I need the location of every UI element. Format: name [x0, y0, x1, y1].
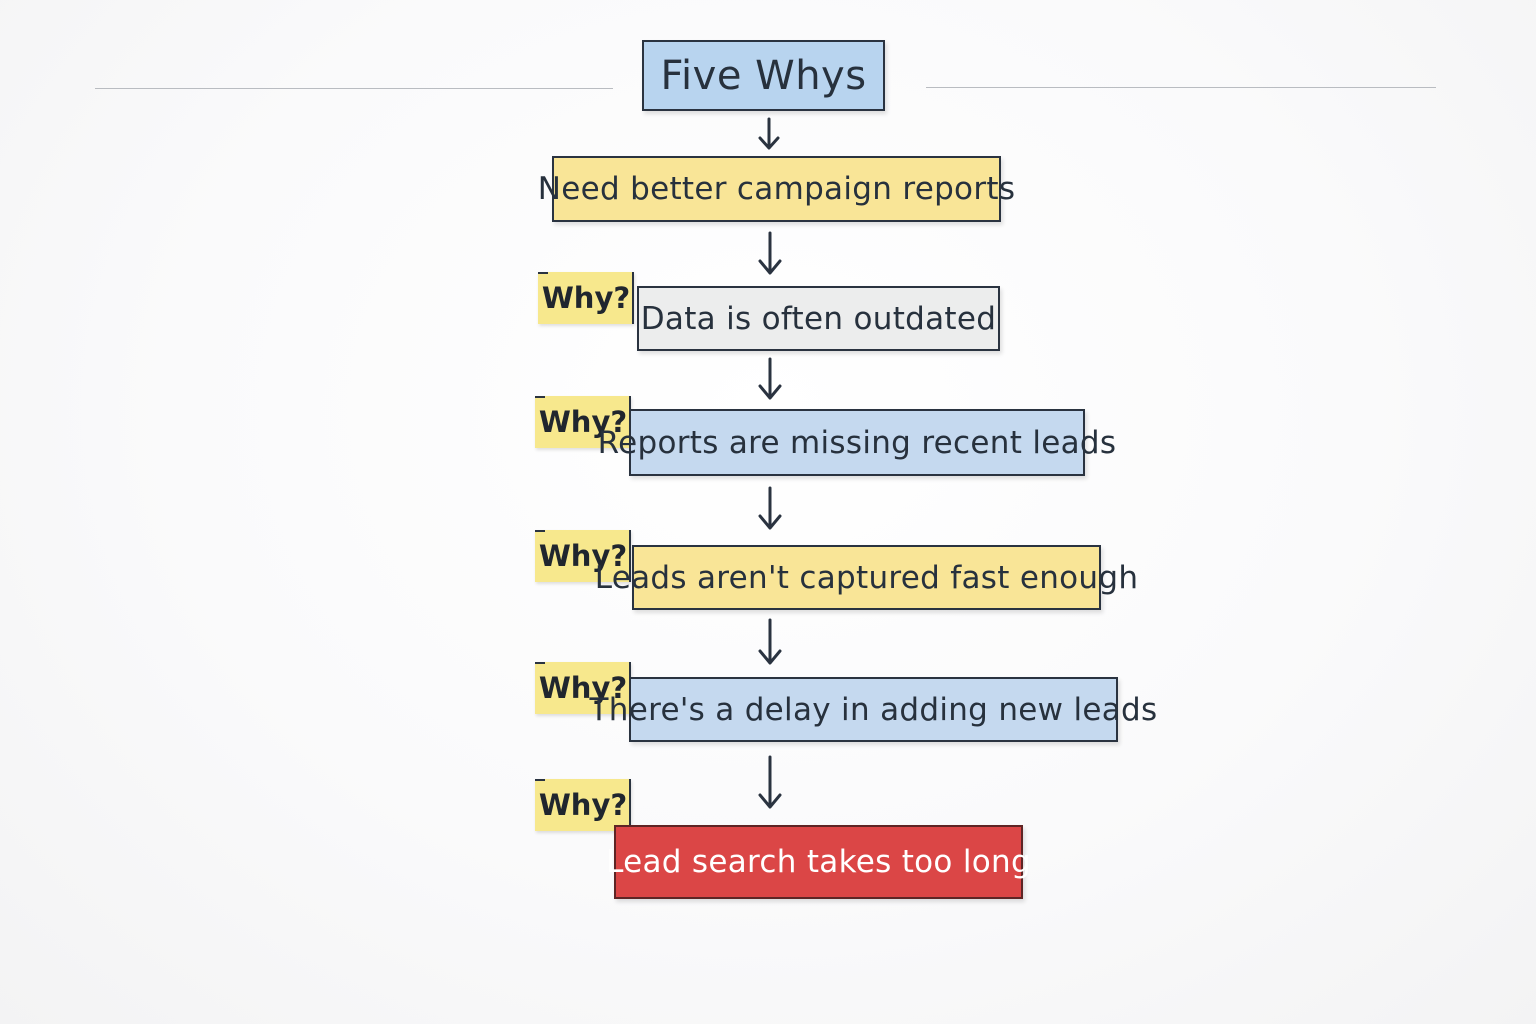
why-tag-5: Why?: [535, 779, 631, 831]
answer-box-1: Data is often outdated: [637, 286, 1000, 351]
answer-box-3: Leads aren't captured fast enough: [595, 545, 1138, 610]
title-rule-left: [95, 88, 613, 89]
arrow-down-icon: [758, 231, 782, 275]
arrow-down-icon: [758, 117, 780, 150]
why-tag-4: Why?: [535, 662, 631, 714]
why-tag-3: Why?: [535, 530, 631, 582]
diagram-title: Five Whys: [642, 40, 885, 111]
arrow-down-icon: [758, 486, 782, 530]
title-rule-right: [926, 87, 1436, 88]
why-tag-2: Why?: [535, 396, 631, 448]
why-tag-1: Why?: [538, 272, 634, 324]
answer-box-4: There's a delay in adding new leads: [590, 677, 1157, 742]
root-cause-box: Lead search takes too long: [606, 825, 1031, 899]
problem-statement: Need better campaign reports: [538, 156, 1015, 222]
arrow-down-icon: [758, 357, 782, 400]
arrow-down-icon: [758, 755, 782, 809]
answer-box-2: Reports are missing recent leads: [598, 409, 1116, 476]
arrow-down-icon: [758, 618, 782, 665]
